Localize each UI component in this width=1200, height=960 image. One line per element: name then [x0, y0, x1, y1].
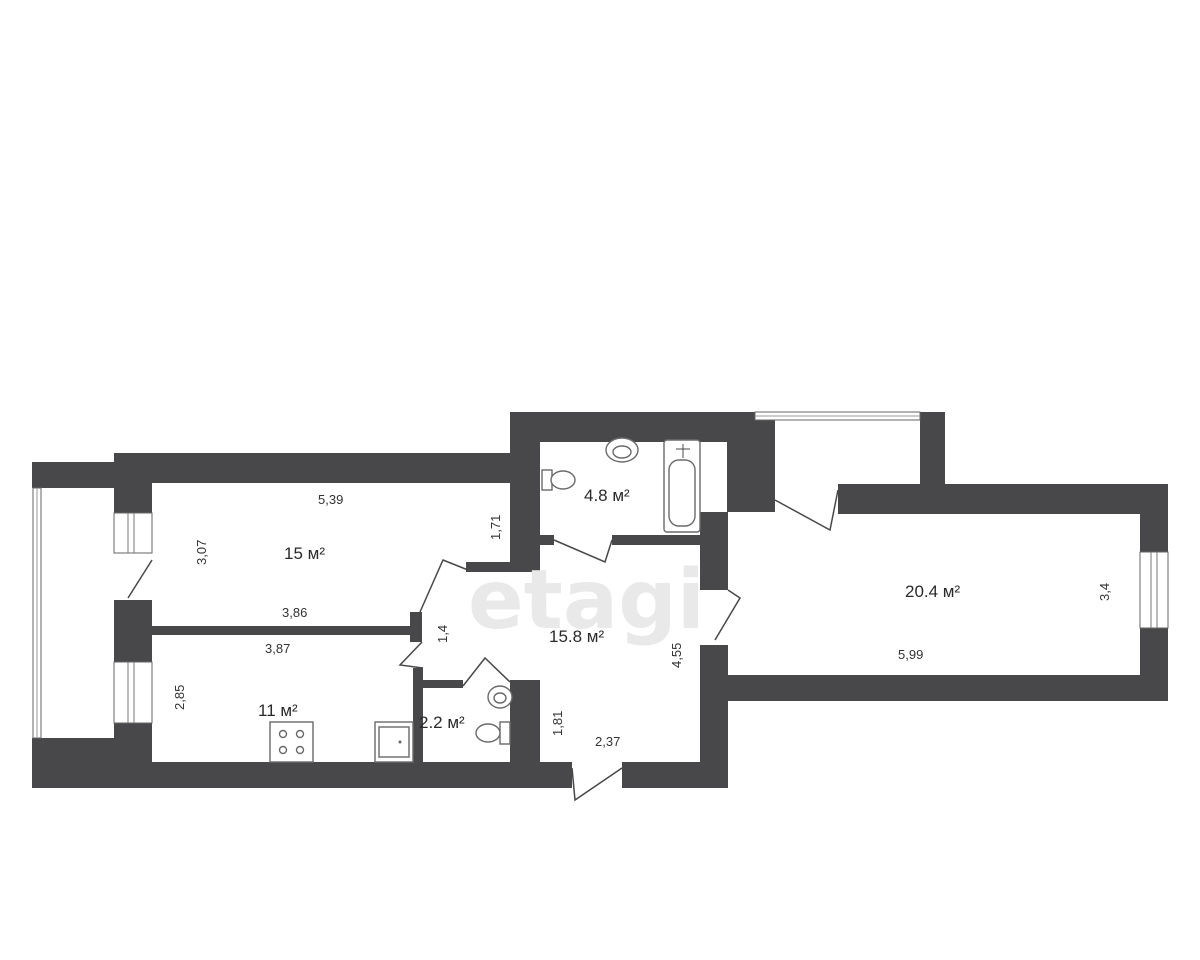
- dimension-label: 3,4: [1097, 583, 1112, 601]
- sink-icon: [487, 685, 513, 709]
- dimension-label: 1,4: [435, 625, 450, 643]
- dimension-label: 5,39: [318, 492, 343, 507]
- dimension-label: 3,07: [194, 540, 209, 565]
- room-15-area-label: 15 м²: [284, 544, 325, 563]
- dimension-label: 1,81: [550, 711, 565, 736]
- hall-area-label: 15.8 м²: [549, 627, 604, 646]
- door-icon: [553, 539, 613, 564]
- door-icon: [714, 589, 742, 641]
- window-icon: [1139, 551, 1169, 629]
- room-11-area-label: 11 м²: [258, 701, 298, 720]
- toilet-icon: [541, 469, 576, 491]
- dimension-label: 3,87: [265, 641, 290, 656]
- door-icon: [462, 656, 511, 687]
- toilet-icon: [475, 721, 511, 745]
- stove-icon: [269, 721, 314, 763]
- door-icon: [419, 559, 469, 613]
- watermark: etagi: [468, 553, 705, 648]
- door-icon: [127, 559, 153, 599]
- room-20-area-label: 20.4 м²: [905, 582, 960, 601]
- walls: [32, 412, 1168, 788]
- sink-icon: [374, 721, 414, 763]
- door-icon: [774, 489, 839, 532]
- dimension-label: 3,86: [282, 605, 307, 620]
- window-icon: [32, 487, 42, 739]
- bathtub-icon: [663, 439, 701, 533]
- dimension-label: 2,85: [172, 685, 187, 710]
- dimension-label: 1,71: [488, 515, 503, 540]
- door-icon: [571, 767, 623, 802]
- bathroom-area-label: 4.8 м²: [584, 486, 630, 505]
- window-icon: [113, 512, 153, 554]
- dimension-label: 5,99: [898, 647, 923, 662]
- dimension-label: 2,37: [595, 734, 620, 749]
- sink-icon: [605, 437, 639, 463]
- dimension-label: 4,55: [669, 643, 684, 668]
- window-icon: [113, 661, 153, 724]
- wc-area-label: 2.2 м²: [419, 713, 465, 732]
- door-icon: [398, 641, 424, 669]
- window-icon: [754, 411, 921, 421]
